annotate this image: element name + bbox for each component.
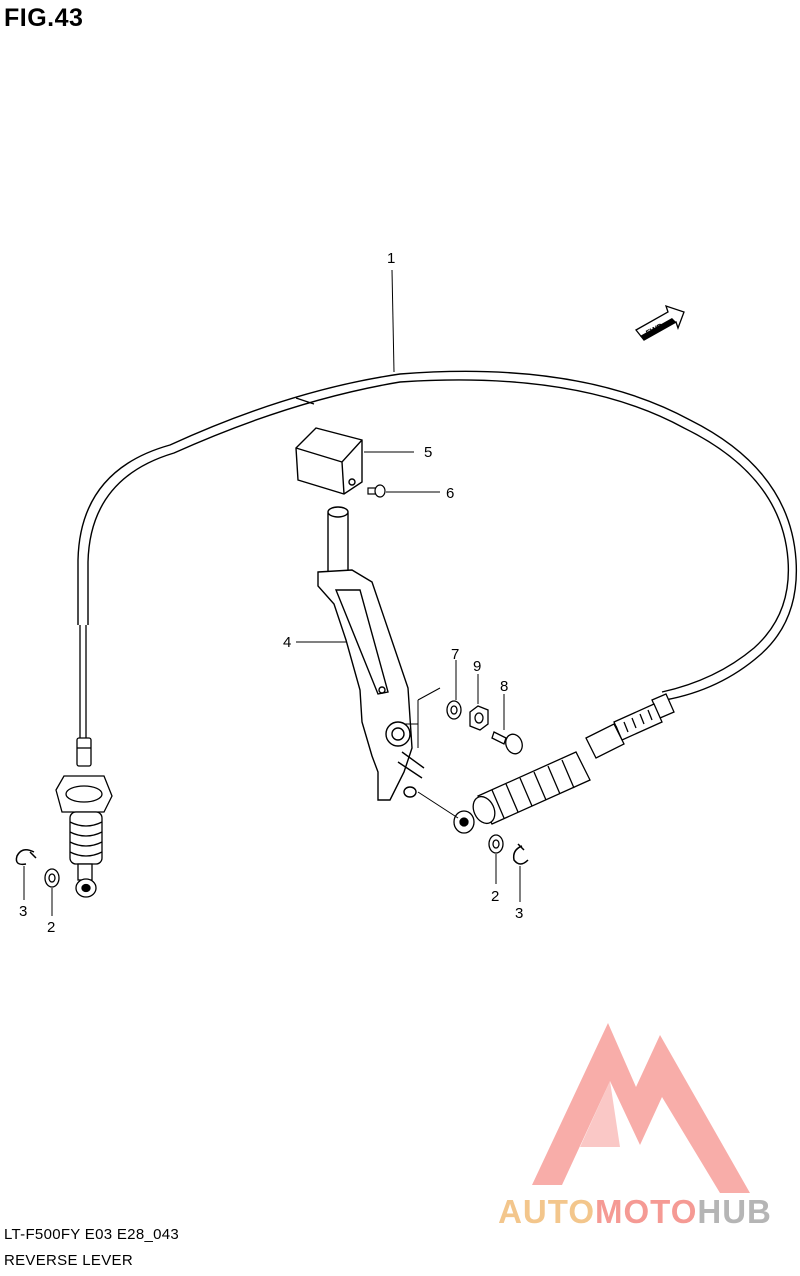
- reverse-cable: [77, 370, 798, 701]
- callout-7: 7: [451, 646, 459, 663]
- part-leader-lines: [296, 269, 505, 730]
- pivot-leader: [404, 687, 459, 819]
- logo-triangle-icon: [532, 1023, 750, 1193]
- knob-screw: [367, 484, 386, 498]
- left-cable-end: [55, 625, 113, 898]
- callout-4: 4: [283, 634, 291, 651]
- callout-2-left: 2: [47, 919, 55, 936]
- callout-9: 9: [473, 658, 481, 675]
- callout-labels: 1 2 2 3 3 4 5 6 7 8 9: [19, 250, 523, 936]
- callout-1: 1: [387, 250, 395, 267]
- callout-6: 6: [446, 485, 454, 502]
- right-e-clip: [512, 843, 529, 865]
- right-washer: [488, 834, 504, 854]
- right-leader-lines: [495, 854, 521, 902]
- callout-3-right: 3: [515, 905, 523, 922]
- pivot-nut: [469, 705, 489, 731]
- fwd-arrow-icon: FWD: [635, 304, 685, 341]
- callout-8: 8: [500, 678, 508, 695]
- left-washer: [44, 868, 60, 888]
- model-code: LT-F500FY E03 E28_043: [4, 1226, 180, 1243]
- pivot-washer: [446, 700, 462, 720]
- logo-wordmark: AUTOMOTOHUB: [470, 1193, 800, 1231]
- callout-5: 5: [424, 444, 432, 461]
- logo-word-auto: AUTO: [498, 1193, 595, 1230]
- automotohub-logo: AUTOMOTOHUB: [470, 1015, 800, 1235]
- pivot-bolt: [491, 731, 523, 755]
- logo-word-moto: MOTO: [595, 1193, 698, 1230]
- callout-2-right: 2: [491, 888, 499, 905]
- section-name: REVERSE LEVER: [4, 1252, 133, 1269]
- left-e-clip: [15, 849, 37, 866]
- lever-knob: [295, 427, 363, 495]
- logo-word-hub: HUB: [697, 1193, 772, 1230]
- figure-title: FIG.43: [4, 4, 84, 32]
- callout-3-left: 3: [19, 903, 27, 920]
- right-cable-end: [453, 693, 675, 834]
- reverse-lever: [317, 506, 425, 801]
- left-leader-lines: [23, 866, 53, 916]
